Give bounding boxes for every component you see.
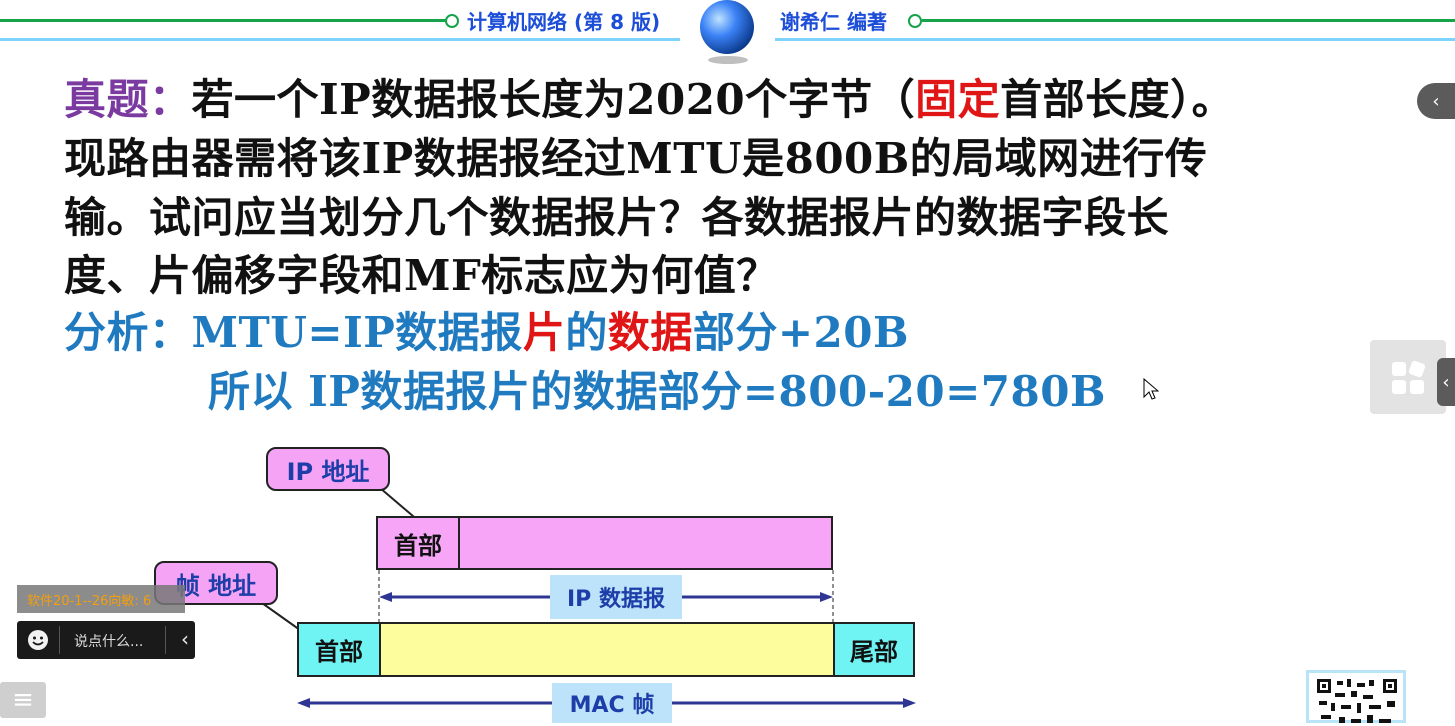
ip-header-box: 首部 xyxy=(376,516,460,570)
ip-arrow-right-head xyxy=(820,592,833,602)
chat-placeholder[interactable]: 说点什么... xyxy=(74,634,144,650)
mac-arrow-right-head xyxy=(903,698,916,708)
question-line-3: 输。试问应当划分几个数据报片？各数据报片的数据字段长 xyxy=(64,193,1170,242)
mac-trailer-box: 尾部 xyxy=(833,622,915,677)
question-line-4: 度、片偏移字段和MF标志应为何值？ xyxy=(64,251,779,300)
mouse-cursor-icon xyxy=(1143,378,1159,400)
chat-divider-2 xyxy=(165,626,166,654)
ip-data-box xyxy=(458,516,833,570)
header-line-right-blue xyxy=(775,38,1455,41)
qr-code xyxy=(1306,670,1406,723)
question-line-1: 真题：若一个IP数据报长度为2020个字节（固定首部长度）。 xyxy=(64,75,1235,124)
mac-frame-label: MAC 帧 xyxy=(552,683,672,723)
chat-divider xyxy=(59,626,60,654)
globe-logo xyxy=(700,0,754,54)
chat-collapse-icon[interactable]: ‹ xyxy=(181,627,189,651)
apps-grid-icon xyxy=(1392,360,1426,394)
ip-datagram-label: IP 数据报 xyxy=(550,575,682,619)
mac-data-box xyxy=(379,622,835,677)
menu-icon[interactable]: ≡ xyxy=(0,682,46,718)
mac-arrow-left-head xyxy=(297,698,310,708)
globe-shadow xyxy=(708,56,748,64)
question-line-2: 现路由器需将该IP数据报经过MTU是800B的局域网进行传 xyxy=(64,134,1208,183)
book-title: 计算机网络 (第 8 版) xyxy=(467,10,661,34)
analysis-label: 分析： xyxy=(64,308,192,357)
header-dot-left xyxy=(445,14,459,28)
right-collapse-arrow-top[interactable]: ‹ xyxy=(1417,83,1455,119)
analysis-line-2: 所以 IP数据报片的数据部分=800-20=780B xyxy=(208,367,1106,416)
header-line-left-blue xyxy=(0,38,680,41)
analysis-line-1: 分析：MTU=IP数据报片的数据部分+20B xyxy=(64,308,909,357)
apps-panel[interactable] xyxy=(1370,340,1446,414)
viewer-tag: 软件20-1--26向敏: 6 xyxy=(17,585,185,613)
header-dot-right xyxy=(908,14,922,28)
ip-arrow-left-head xyxy=(379,592,392,602)
header-line-right xyxy=(922,19,1455,22)
ip-address-callout: IP 地址 xyxy=(266,447,390,491)
right-collapse-arrow-mid[interactable]: ‹ xyxy=(1437,358,1455,406)
qr-code-icon xyxy=(1317,679,1397,723)
author-name: 谢希仁 编著 xyxy=(780,10,887,34)
header-line-left xyxy=(0,19,448,22)
chat-input-bar[interactable]: 说点什么... ‹ xyxy=(17,621,195,659)
emoji-icon[interactable] xyxy=(27,629,49,651)
mac-header-box: 首部 xyxy=(297,622,381,677)
question-label: 真题： xyxy=(64,75,192,124)
